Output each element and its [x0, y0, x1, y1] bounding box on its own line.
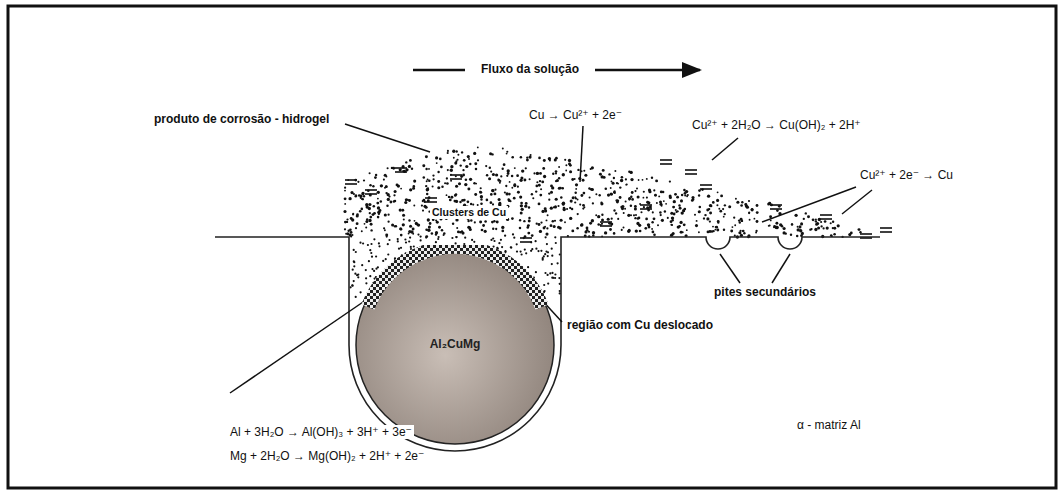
displaced-cu-label: região com Cu deslocado [565, 318, 715, 332]
pit-outline [215, 237, 880, 451]
flow-arrow [595, 69, 700, 72]
reaction: Cu²⁺ + 2H₂O → Cu(OH)₂ + 2H⁺ [690, 118, 863, 132]
reaction: Mg + 2H₂O → Mg(OH)₂ + 2H⁺ + 2e⁻ [228, 449, 426, 463]
matrix-label: α - matriz Al [795, 418, 863, 432]
particle: Al₂CuMg [355, 245, 555, 445]
secondary-pit-label: pites secundários [712, 285, 818, 299]
cluster-label: Clusters de Cu [430, 206, 508, 219]
particle-label: Al₂CuMg [355, 337, 555, 351]
flow-arrow-tail [413, 69, 465, 72]
hydrogel-dashes [345, 160, 892, 242]
reaction: Cu → Cu²⁺ + 2e⁻ [527, 108, 624, 122]
flow-label: Fluxo da solução [479, 62, 581, 76]
corrosion-product-label: produto de corrosão - hidrogel [152, 112, 331, 126]
reaction: Al + 3H₂O → Al(OH)₃ + 3H⁺ + 3e⁻ [228, 425, 414, 439]
reaction: Cu²⁺ + 2e⁻ → Cu [858, 168, 955, 182]
frame [8, 6, 1056, 488]
